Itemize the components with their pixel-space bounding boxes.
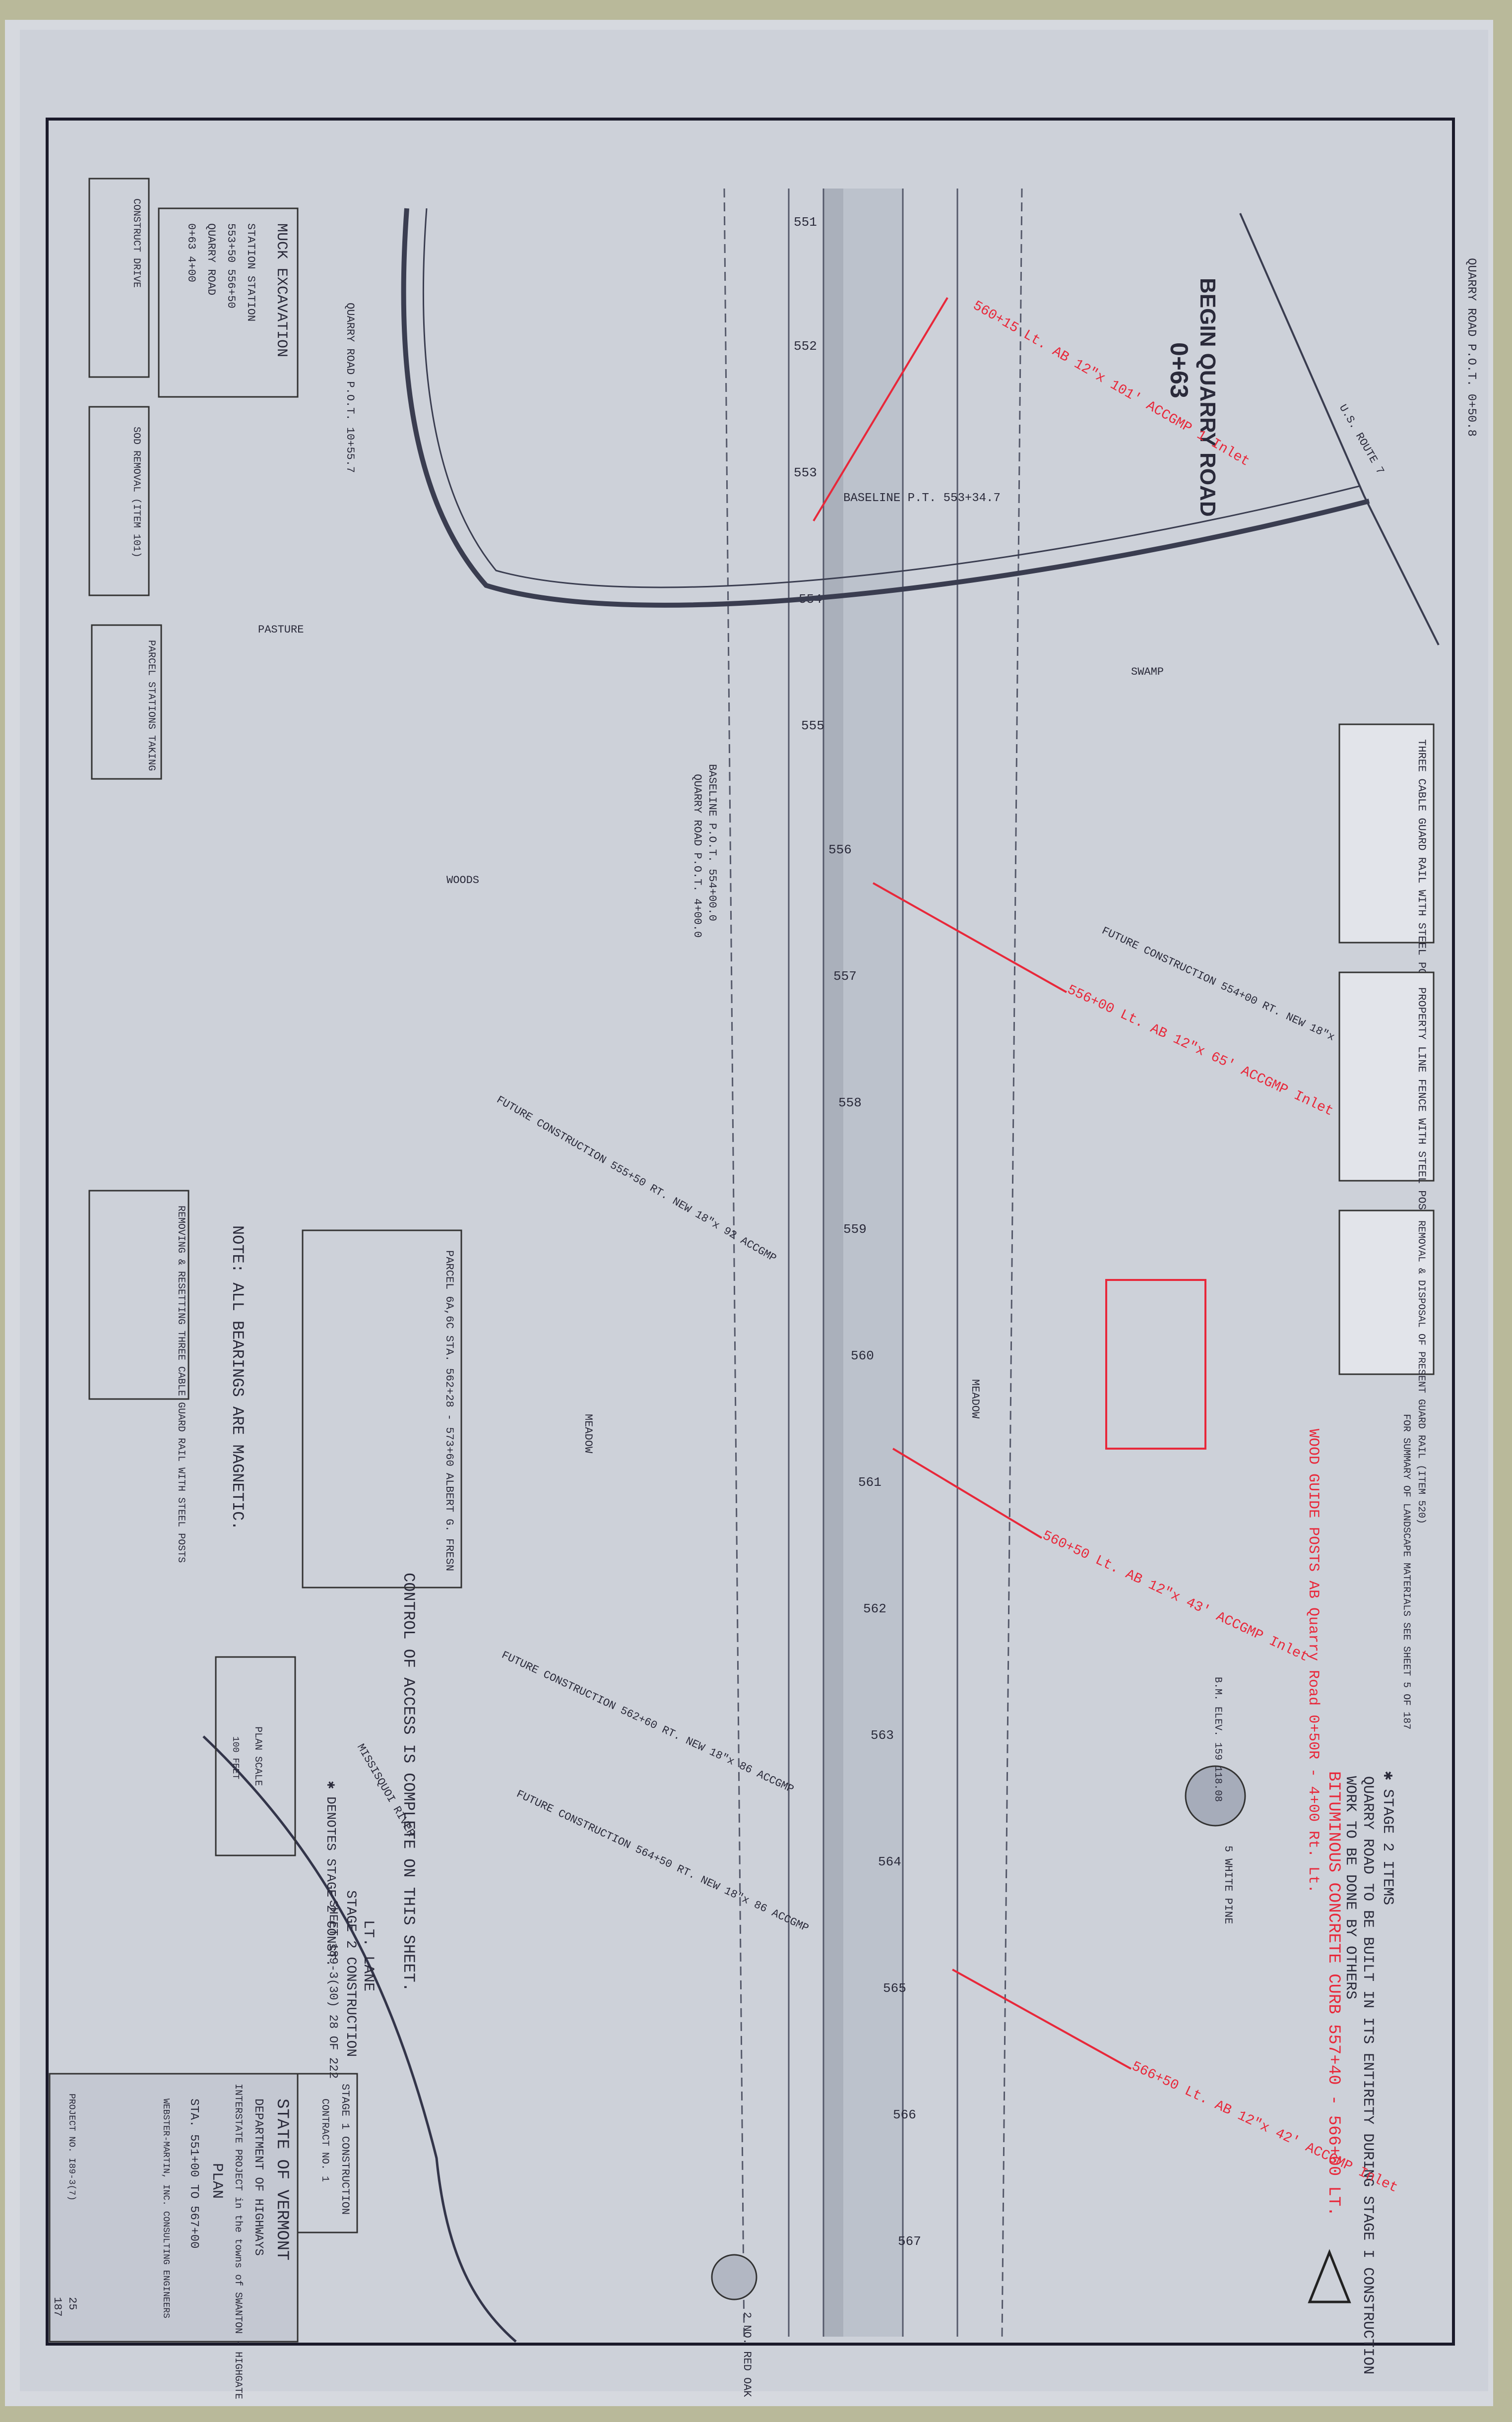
quarry-road-pot-left-label: QUARRY ROAD P.O.T. 10+55.7	[344, 303, 356, 473]
white-pine-label: 5 WHITE PINE	[1222, 1846, 1234, 1924]
muck-row-3: QUARRY ROAD	[205, 223, 217, 295]
removal-table: REMOVAL & DISPOSAL OF PRESENT GUARD RAIL…	[1338, 1210, 1435, 1524]
muck-row-1: STATION STATION	[245, 223, 257, 321]
swamp-label: SWAMP	[1131, 666, 1164, 678]
resetting-label: REMOVING & RESETTING THREE CABLE GUARD R…	[175, 1206, 187, 1563]
stage1-block: STAGE 1 CONSTRUCTION CONTRACT NO. 1	[297, 2073, 358, 2233]
river-line	[202, 1735, 517, 2343]
bm-label: B.M. ELEV. 159 118.08	[1212, 1677, 1223, 1802]
begin-road-label: BEGIN QUARRY ROAD	[1196, 278, 1220, 517]
station-564: 564	[878, 1854, 901, 1869]
pasture-label: PASTURE	[258, 624, 304, 636]
station-556: 556	[828, 842, 852, 857]
plan-label: PLAN	[208, 2163, 225, 2199]
muck-row-4: 0+63 4+00	[185, 223, 197, 282]
sheet-border	[46, 118, 1455, 2346]
sod-table: SOD REMOVAL (ITEM 101)	[88, 406, 150, 596]
station-553: 553	[794, 465, 817, 480]
station-560: 560	[851, 1348, 874, 1363]
quarry-road-pot-label: QUARRY ROAD P.O.T. 0+50.8	[1464, 258, 1478, 437]
drive-table: CONSTRUCT DRIVE	[88, 178, 150, 378]
stage2-items: ✱ STAGE 2 ITEMS	[1379, 1771, 1396, 1905]
station-567: 567	[898, 2234, 921, 2249]
scale-feet-label: 100 FEET	[230, 1736, 240, 1780]
station-561: 561	[858, 1475, 882, 1490]
station-555: 555	[801, 718, 824, 733]
sheet-of-label: SHEET 189-3(30) 28 OF 222	[326, 1900, 339, 2079]
paper-tint	[20, 30, 1488, 2391]
muck-table: MUCK EXCAVATION STATION STATION 553+50 5…	[158, 207, 299, 398]
lt-lane-label: LT. LANE	[360, 1920, 377, 1991]
meadow-label-1: MEADOW	[969, 1379, 981, 1419]
resetting-table: REMOVING & RESETTING THREE CABLE GUARD R…	[88, 1190, 189, 1563]
property-fence-table: PROPERTY LINE FENCE WITH STEEL POSTS (IT…	[1338, 971, 1435, 1335]
parcel-detail-label: PARCEL 6A,6C STA. 562+28 - 573+60 ALBERT…	[443, 1250, 455, 1571]
station-labels: 551 552 553 554 555 556 557 558 559 560 …	[794, 215, 921, 2249]
project-label: INTERSTATE PROJECT in the towns of SWANT…	[232, 2084, 244, 2399]
sod-removal-label: SOD REMOVAL (ITEM 101)	[130, 427, 142, 558]
us-route-7	[1239, 213, 1440, 645]
engineers-label: WEBSTER-MARTIN, INC. CONSULTING ENGINEER…	[161, 2099, 171, 2318]
baseline-pt-label: BASELINE P.T. 553+34.7	[843, 492, 1001, 505]
removal-label: REMOVAL & DISPOSAL OF PRESENT GUARD RAIL…	[1415, 1220, 1427, 1524]
lane-lines	[723, 188, 1023, 2337]
baseline-pot-label: BASELINE P.O.T. 554+00.0	[706, 764, 718, 921]
project-no-label: PROJECT NO. I89-3(7)	[66, 2094, 76, 2201]
construct-drive-label: CONSTRUCT DRIVE	[130, 198, 142, 288]
stage1-note: QUARRY ROAD TO BE BUILT IN ITS ENTIRETY …	[1359, 1776, 1376, 2374]
station-566: 566	[893, 2107, 916, 2122]
station-558: 558	[838, 1095, 862, 1110]
stage2-const-label: STAGE 2 CONSTRUCTION	[343, 1890, 358, 2057]
muck-row-2: 553+50 556+50	[225, 223, 237, 309]
begin-station-label: 0+63	[1165, 342, 1193, 398]
muck-title: MUCK EXCAVATION	[273, 223, 290, 357]
wood-guide-note: WOOD GUIDE POSTS AB Quarry Road 0+50R - …	[1305, 1429, 1322, 1893]
contract-label: CONTRACT NO. 1	[319, 2099, 330, 2182]
dept-label: DEPARTMENT OF HIGHWAYS	[252, 2099, 265, 2256]
highway-lane	[843, 189, 903, 2337]
scale-bar	[215, 1656, 296, 1856]
quarry-road-edge	[422, 208, 1360, 588]
landscape-note: FOR SUMMARY OF LANDSCAPE MATERIALS SEE S…	[1400, 1414, 1412, 1729]
highway-median	[823, 189, 843, 2337]
bearings-note: NOTE: ALL BEARINGS ARE MAGNETIC.	[228, 1225, 247, 1530]
station-563: 563	[871, 1728, 894, 1743]
station-551: 551	[794, 215, 817, 230]
parcel-detail-table: PARCEL 6A,6C STA. 562+28 - 573+60 ALBERT…	[302, 1229, 462, 1589]
bituminous-note: BITUMINOUS CONCRETE CURB 557+40 - 566+00…	[1324, 1771, 1343, 2217]
title-block: STATE OF VERMONT DEPARTMENT OF HIGHWAYS …	[49, 2073, 299, 2399]
woods-label: WOODS	[446, 874, 479, 887]
north-arrow-icon	[1308, 2249, 1351, 2303]
plan-scale-label: PLAN SCALE	[252, 1726, 263, 1786]
red-oak-symbol	[711, 2254, 757, 2300]
state-label: STATE OF VERMONT	[272, 2099, 291, 2260]
sheet-number: 25	[66, 2297, 78, 2310]
quarry-road-centerline	[401, 208, 1370, 608]
others-note: WORK TO BE DONE BY OTHERS	[1342, 1776, 1359, 1999]
meadow-label-2: MEADOW	[582, 1414, 594, 1454]
quarry-pot-label: QUARRY ROAD P.O.T. 4+00.0	[691, 774, 703, 938]
stage1-label: STAGE 1 CONSTRUCTION	[339, 2084, 351, 2215]
red-lines	[813, 297, 1206, 2070]
parcel-table: PARCEL STATIONS TAKING	[91, 624, 162, 780]
red-oak-label: 2 NO. RED OAK	[741, 2312, 753, 2397]
parcel-stations-label: PARCEL STATIONS TAKING	[145, 640, 157, 771]
stage2-denote: ✱ DENOTES STAGE 2 CONST.	[323, 1781, 338, 1967]
station-552: 552	[794, 339, 817, 354]
stations-label: STA. 551+00 TO 567+00	[187, 2099, 200, 2248]
sheet-total: 187	[51, 2297, 63, 2317]
station-562: 562	[863, 1601, 886, 1616]
station-557: 557	[833, 969, 857, 984]
station-565: 565	[883, 1981, 906, 1996]
access-note: CONTROL OF ACCESS IS COMPLETE ON THIS SH…	[399, 1573, 418, 1992]
station-559: 559	[843, 1222, 867, 1237]
white-pine-symbol	[1185, 1765, 1246, 1827]
